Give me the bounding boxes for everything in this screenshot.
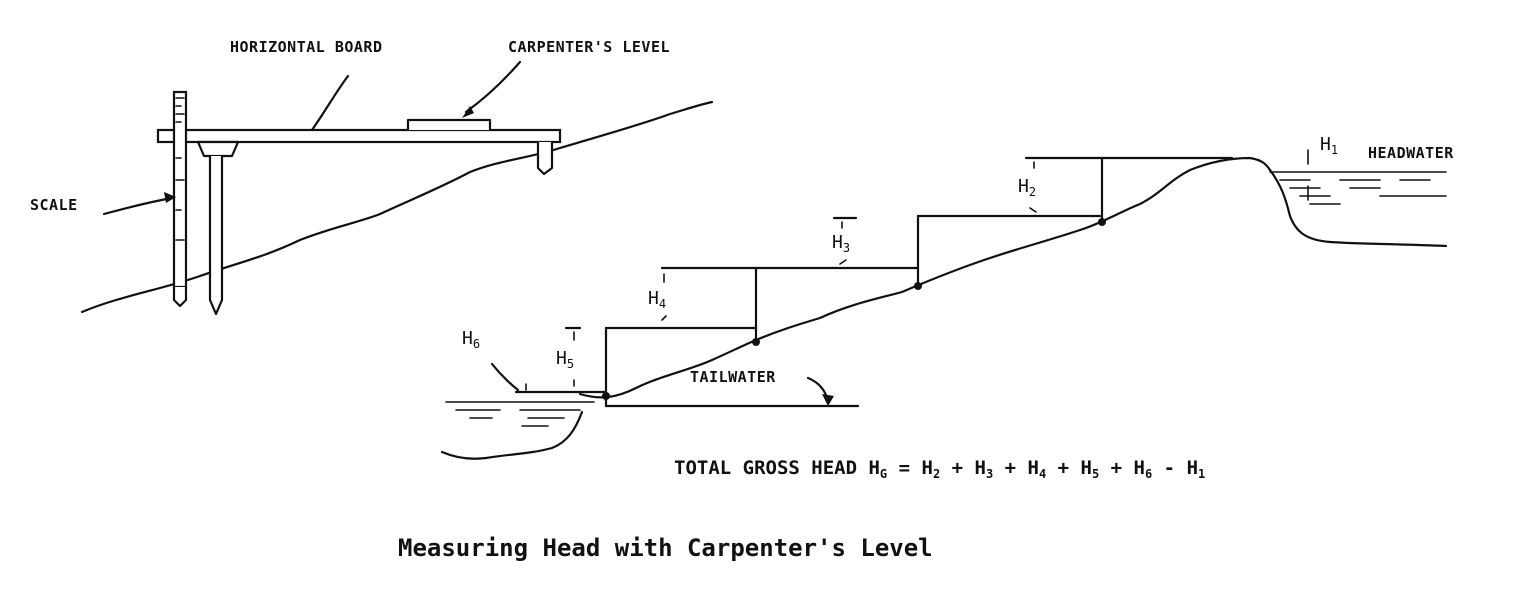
terrain-line [578,156,1272,399]
carpenters-level [406,118,492,132]
headwater-label: HEADWATER [1368,144,1454,162]
level-leader [464,60,522,114]
scale-label: SCALE [30,196,78,214]
labels: HORIZONTAL BOARD CARPENTER'S LEVEL SCALE… [30,38,1454,386]
h1-label: H1 [1320,134,1338,157]
carpenters-level-label: CARPENTER'S LEVEL [508,38,670,56]
horizontal-board-label: HORIZONTAL BOARD [230,38,383,56]
detail-hillside-line [80,100,714,314]
figure-caption: Measuring Head with Carpenter's Level [398,534,933,562]
sightlines [514,156,1234,408]
level-detail-illustration [80,60,714,316]
tailwater-leader-arrowhead [822,394,834,406]
level-leader-arrowhead [462,106,474,118]
h6-leader [490,362,520,392]
scale-ticks [175,97,185,241]
scale-leader [102,196,174,216]
tailwater-surface [445,401,595,427]
measurement-points [602,218,1106,400]
right-stake [536,140,554,176]
headwater-surface [1269,171,1447,205]
scale-rod-tip [172,285,188,308]
h4-label: H4 [648,288,666,311]
horizontal-board [156,128,562,144]
h2-label: H2 [1018,176,1036,199]
main-stake [208,154,224,316]
headwater-bank [1268,168,1448,248]
h5-label: H5 [556,348,574,371]
horizontal-board-leader [310,74,350,132]
total-gross-head-formula: TOTAL GROSS HEAD HG = H2 + H3 + H4 + H5 … [674,457,1205,481]
h6-label: H6 [462,328,480,351]
tailwater-label: TAILWATER [690,368,776,386]
scale-leader-arrowhead [164,192,176,203]
main-stake-bracket [196,140,240,158]
slope-profile [440,149,1448,460]
tailwater-basin [440,410,584,460]
head-arrow-marks [525,149,1309,391]
h3-label: H3 [832,232,850,255]
